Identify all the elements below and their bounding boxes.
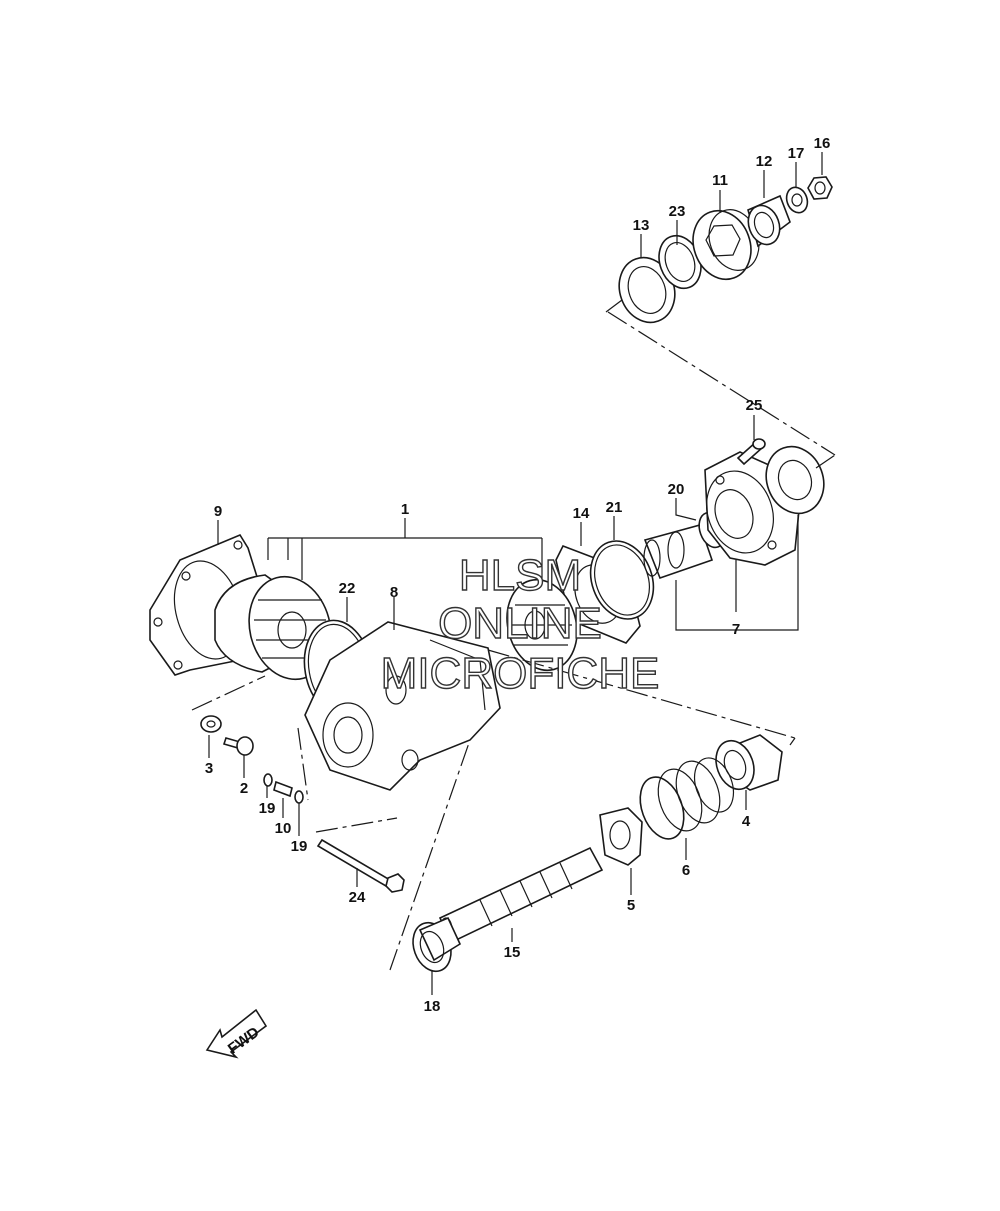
- fwd-arrow-badge: FWD: [205, 1008, 268, 1059]
- callout-14: 14: [573, 505, 590, 522]
- part-5-clutch-dog: [599, 807, 643, 866]
- part-17-washer: [785, 186, 809, 214]
- part-7-bearing: [765, 445, 825, 515]
- callout-9: 9: [214, 503, 222, 520]
- callout-4: 4: [742, 813, 751, 830]
- propeller-shaft-group: [412, 734, 783, 973]
- callout-10: 10: [275, 820, 292, 837]
- watermark-line-1: HLSM: [459, 551, 581, 600]
- callout-17: 17: [788, 145, 805, 162]
- callout-6: 6: [682, 862, 690, 879]
- part-6-spring: [639, 757, 735, 840]
- callout-11: 11: [712, 172, 728, 189]
- part-15-propeller-shaft: [438, 846, 604, 944]
- fwd-arrow-icon: [205, 1008, 268, 1059]
- part-18-bearing: [412, 916, 462, 973]
- bearing-housing-group: [555, 438, 825, 644]
- callout-16: 16: [814, 135, 831, 152]
- leader-lines: [208, 152, 823, 995]
- assembly-lines: [191, 311, 836, 971]
- watermark-line-2: ONLINE: [438, 599, 602, 648]
- callout-8: 8: [390, 584, 398, 601]
- callout-19b: 19: [291, 838, 308, 855]
- callout-23: 23: [669, 203, 686, 220]
- part-16-nut: [807, 176, 833, 200]
- part-19-o-ring-b: [294, 790, 304, 804]
- part-4-bearing: [715, 734, 783, 791]
- callouts: 1 2 3 4 5 6 7 8 9 10 11 12 13 14 15 16 1…: [205, 135, 831, 1015]
- callout-3: 3: [205, 760, 213, 777]
- callout-22: 22: [339, 580, 356, 597]
- callout-1: 1: [401, 501, 409, 518]
- upper-bearing-group: [605, 176, 833, 324]
- part-12-bearing: [747, 194, 791, 248]
- callout-7: 7: [732, 621, 740, 638]
- part-21-o-ring: [589, 540, 655, 620]
- part-24-long-bolt: [316, 838, 405, 893]
- callout-13: 13: [633, 217, 650, 234]
- callout-2: 2: [240, 780, 248, 797]
- part-2-bolt: [222, 736, 254, 756]
- watermark-line-3: MICROFICHE: [381, 649, 660, 698]
- watermark: HLSM ONLINE MICROFICHE: [380, 550, 660, 698]
- part-19-o-ring-a: [263, 773, 273, 787]
- part-23-o-ring: [658, 234, 702, 290]
- callout-19a: 19: [259, 800, 276, 817]
- callout-25: 25: [746, 397, 763, 414]
- callout-24: 24: [349, 889, 366, 906]
- callout-18: 18: [424, 998, 441, 1015]
- part-1-reverse-gear: [506, 578, 578, 672]
- part-3-washer: [200, 715, 222, 733]
- part-11-nut-ring: [692, 209, 760, 281]
- part-25-bolt: [736, 438, 766, 466]
- callout-21: 21: [606, 499, 623, 516]
- callout-20: 20: [668, 481, 685, 498]
- part-7-pinion-shaft: [643, 524, 714, 580]
- callout-15: 15: [504, 944, 521, 961]
- callout-12: 12: [756, 153, 773, 170]
- part-10-pin: [273, 780, 293, 798]
- callout-5: 5: [627, 897, 635, 914]
